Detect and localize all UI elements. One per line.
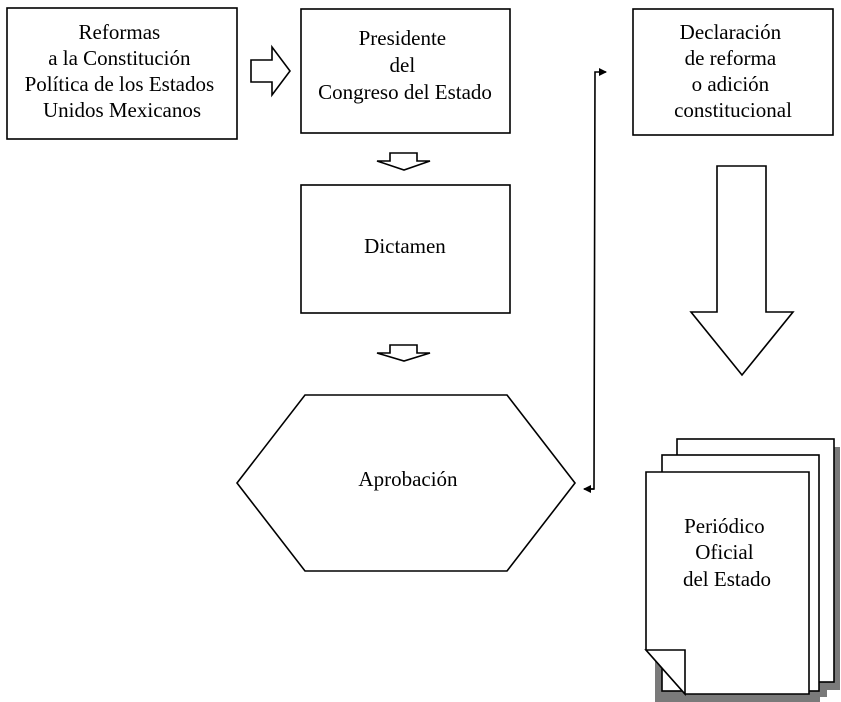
dictamen-line-1: Dictamen <box>364 234 446 258</box>
aprobacion-line-1: Aprobación <box>358 467 458 491</box>
doc-folded-corner <box>644 649 686 697</box>
dictamen-label: Dictamen <box>364 234 446 258</box>
presidente-line-2: del <box>390 53 416 77</box>
declaracion-label: Declaración de reforma o adición constit… <box>674 20 792 122</box>
block-arrow-down-large <box>689 165 795 377</box>
periodico-line-3: del Estado <box>683 567 771 591</box>
dictamen-node: Dictamen <box>300 184 511 314</box>
aprobacion-node: Aprobación <box>235 394 577 572</box>
reformas-line-4: Unidos Mexicanos <box>43 98 201 122</box>
connector-aprobacion-declaracion <box>583 68 607 493</box>
reformas-node: Reformas a la Constitución Política de l… <box>6 7 238 140</box>
periodico-line-1: Periódico <box>684 514 764 538</box>
declaracion-line-2: de reforma <box>685 46 777 70</box>
reformas-line-3: Política de los Estados <box>25 72 215 96</box>
doc-page-front <box>645 471 810 695</box>
block-arrow-down-2 <box>376 344 431 362</box>
presidente-label: Presidente del Congreso del Estado <box>318 26 492 104</box>
block-arrow-down-1 <box>376 152 431 171</box>
presidente-line-1: Presidente <box>359 26 446 50</box>
reformas-line-1: Reformas <box>79 20 161 44</box>
block-arrow-right <box>250 44 291 98</box>
presidente-node: Presidente del Congreso del Estado <box>300 8 511 134</box>
declaracion-line-4: constitucional <box>674 98 792 122</box>
periodico-node: Periódico Oficial del Estado <box>644 438 840 702</box>
aprobacion-label: Aprobación <box>358 467 458 491</box>
declaracion-node: Declaración de reforma o adición constit… <box>632 8 834 136</box>
connector-line-to-declaracion <box>586 68 607 490</box>
reformas-label: Reformas a la Constitución Política de l… <box>25 20 220 122</box>
periodico-line-2: Oficial <box>695 540 753 564</box>
declaracion-line-1: Declaración <box>680 20 782 44</box>
periodico-label: Periódico Oficial del Estado <box>683 514 771 591</box>
presidente-line-3: Congreso del Estado <box>318 80 492 104</box>
declaracion-line-3: o adición <box>692 72 770 96</box>
reformas-line-2: a la Constitución <box>48 46 191 70</box>
